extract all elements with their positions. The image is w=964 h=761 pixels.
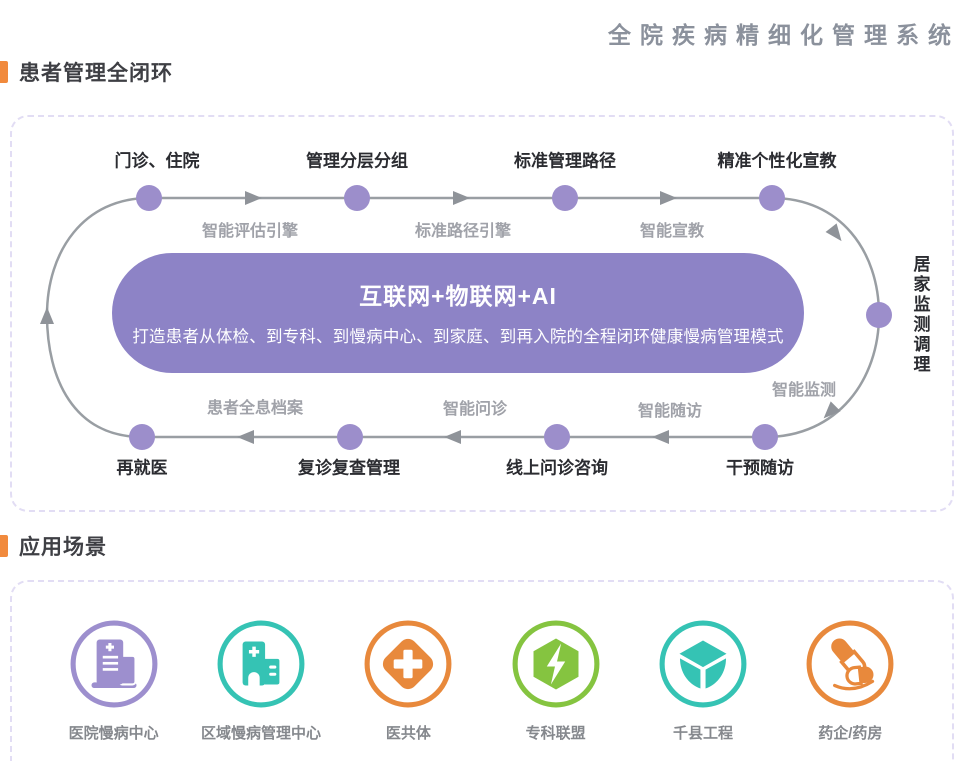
node-intervention-followup: 干预随访 xyxy=(726,458,794,478)
scenario-label: 专科联盟 xyxy=(525,725,586,742)
scenario-medical-community: 医共体 xyxy=(335,618,482,743)
node-standard-path: 标准管理路径 xyxy=(514,151,616,171)
medical-cross-icon xyxy=(364,620,452,708)
scenario-thousand-county-project: 千县工程 xyxy=(629,618,776,743)
scenario-list: 医院慢病中心 区域慢病管理中心 xyxy=(12,582,952,743)
scenario-label: 医共体 xyxy=(385,725,431,742)
section-title: 应用场景 xyxy=(19,536,107,559)
flow-arrows xyxy=(40,191,842,444)
page-title: 全院疾病精细化管理系统 xyxy=(608,22,960,48)
edge-assessment-engine: 智能评估引擎 xyxy=(201,223,299,240)
node-home-monitoring: 居家监测调理 xyxy=(910,255,930,375)
node-revisit-review-management: 复诊复查管理 xyxy=(298,458,400,478)
scenario-regional-chronic-center: 区域慢病管理中心 xyxy=(187,618,334,743)
center-pill: 互联网+物联网+AI 打造患者从体检、到专科、到慢病中心、到家庭、到再入院的全程… xyxy=(112,253,804,373)
section-heading-closed-loop: 患者管理全闭环 xyxy=(0,57,173,87)
cube-icon xyxy=(659,620,747,708)
section-heading-scenarios: 应用场景 xyxy=(0,531,107,561)
hexagon-bolt-icon xyxy=(512,620,600,708)
closed-loop-card: 门诊、住院 管理分层分组 标准管理路径 精准个性化宣教 智能评估引擎 标准路径引… xyxy=(10,115,954,512)
pill-title: 互联网+物联网+AI xyxy=(359,283,557,309)
scenario-label: 区域慢病管理中心 xyxy=(200,725,321,742)
node-personalized-education: 精准个性化宣教 xyxy=(717,151,837,171)
loop-nodes xyxy=(129,185,892,450)
edge-smart-consultation: 智能问诊 xyxy=(442,401,508,418)
scenario-label: 医院慢病中心 xyxy=(68,725,159,742)
edge-holographic-record: 患者全息档案 xyxy=(206,400,304,417)
edge-smart-education: 智能宣教 xyxy=(639,223,705,240)
clinic-building-icon xyxy=(217,620,305,708)
pill-subtitle: 打造患者从体检、到专科、到慢病中心、到家庭、到再入院的全程闭环健康慢病管理模式 xyxy=(132,328,784,346)
scenario-pharma-pharmacy: 药企/药房 xyxy=(777,618,924,743)
node-outpatient-inpatient: 门诊、住院 xyxy=(114,151,200,171)
section-title: 患者管理全闭环 xyxy=(19,62,173,85)
loop-diagram xyxy=(40,185,892,450)
scenarios-card: 医院慢病中心 区域慢病管理中心 xyxy=(10,580,954,761)
node-online-consultation: 线上问诊咨询 xyxy=(506,458,608,478)
section-accent-bar xyxy=(0,535,8,557)
scenario-label: 千县工程 xyxy=(672,725,733,742)
scenario-hospital-chronic-center: 医院慢病中心 xyxy=(40,618,187,743)
scenario-specialist-alliance: 专科联盟 xyxy=(482,618,629,743)
scenario-label: 药企/药房 xyxy=(818,725,883,742)
edge-path-engine: 标准路径引擎 xyxy=(414,223,512,240)
section-accent-bar xyxy=(0,61,8,83)
edge-smart-followup: 智能随访 xyxy=(637,403,703,420)
node-layered-grouping: 管理分层分组 xyxy=(306,151,408,171)
hospital-building-icon xyxy=(70,620,158,708)
edge-smart-monitoring: 智能监测 xyxy=(771,382,837,399)
node-re-seek-care: 再就医 xyxy=(116,458,168,478)
capsules-icon xyxy=(806,620,894,708)
